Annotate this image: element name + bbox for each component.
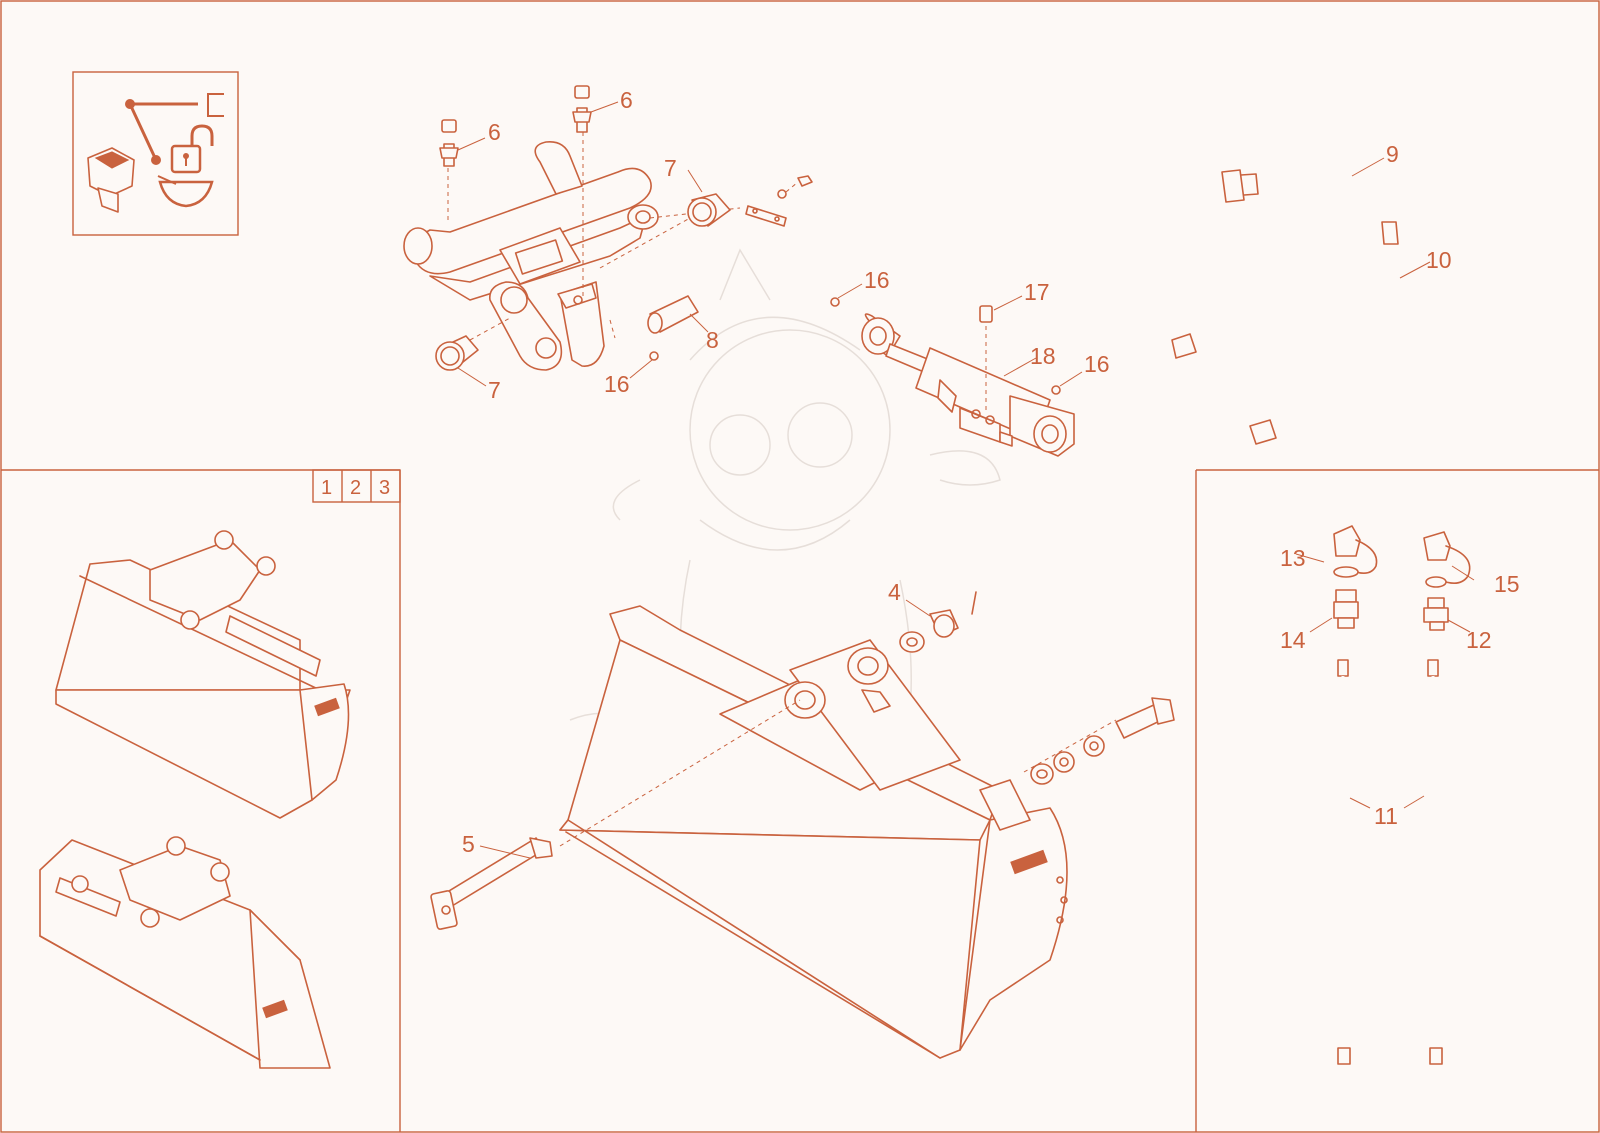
- dust-cap-13: [1333, 525, 1378, 578]
- padlock-unlock-icon: [170, 124, 214, 174]
- grease-nipple-6a: [439, 119, 459, 167]
- variant-tab-3[interactable]: 3: [379, 477, 390, 499]
- callout-16b: 16: [864, 267, 890, 293]
- hydraulic-hose-9: [1171, 159, 1359, 359]
- callout-15: 15: [1494, 571, 1520, 597]
- variant-tabs: [312, 469, 401, 503]
- callout-6b: 6: [620, 87, 633, 113]
- bucket-icon: [157, 175, 214, 208]
- variant-bucket-tilting: [39, 836, 331, 1069]
- variant-tab-2[interactable]: 2: [350, 477, 361, 499]
- callout-7b: 7: [488, 377, 501, 403]
- tilt-lever-icon: [125, 93, 224, 165]
- callout-7a: 7: [664, 155, 677, 181]
- hose-11-left: [1337, 659, 1353, 1065]
- bolt-and-washers: [1030, 697, 1175, 785]
- nut-and-washer-4: [899, 591, 977, 653]
- variant-tab-labels: 1 2 3: [321, 477, 390, 499]
- plate-and-screw: [745, 175, 813, 227]
- callout-16a: 16: [604, 371, 630, 397]
- tilt-cylinder-18: [861, 305, 1075, 457]
- pin-8: [647, 295, 699, 334]
- variant-bucket-upright: [55, 530, 351, 819]
- function-icon-box: [72, 71, 239, 236]
- quick-coupler-frame: [403, 132, 741, 371]
- rocker-switch-icon: [87, 147, 135, 213]
- callout-10: 10: [1426, 247, 1452, 273]
- callout-18: 18: [1030, 343, 1056, 369]
- bushing-7a: [687, 193, 731, 227]
- hose-11-right: [1423, 659, 1443, 1065]
- callout-17: 17: [1024, 279, 1050, 305]
- grease-nipple-6b: [572, 85, 592, 133]
- coupling-14: [1333, 589, 1359, 629]
- callout-12: 12: [1466, 627, 1492, 653]
- callout-6a: 6: [488, 119, 501, 145]
- hydraulic-hose-10: [1249, 221, 1399, 445]
- variant-tab-1[interactable]: 1: [321, 477, 332, 499]
- coupling-12: [1423, 597, 1449, 631]
- callout-11: 11: [1374, 803, 1398, 829]
- callout-14: 14: [1280, 627, 1306, 653]
- callout-8: 8: [706, 327, 719, 353]
- callout-labels: 6 6 7 7 8 16 16 17 18 16 9 10 4 5 13 15 …: [462, 87, 1520, 857]
- dust-cap-15: [1423, 531, 1471, 588]
- callout-5: 5: [462, 831, 475, 857]
- callout-9: 9: [1386, 141, 1399, 167]
- main-bucket: [559, 605, 1117, 1059]
- leader-lines: [457, 101, 1475, 859]
- callout-4: 4: [888, 579, 901, 605]
- small-grease-nipple-16: [649, 297, 1061, 395]
- pin-5: [430, 837, 553, 930]
- callout-13: 13: [1280, 545, 1306, 571]
- callout-16c: 16: [1084, 351, 1110, 377]
- bushing-7b: [435, 335, 479, 371]
